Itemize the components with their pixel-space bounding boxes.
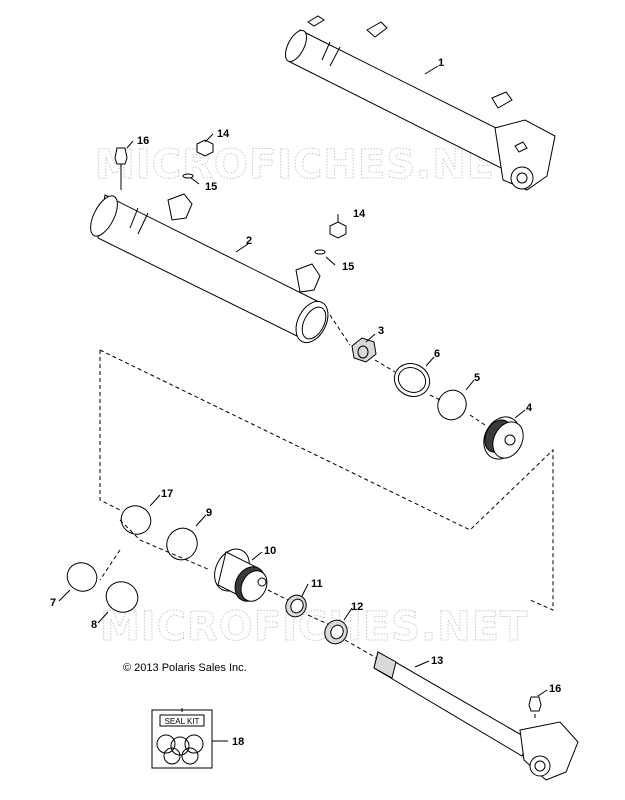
part-10-gland[interactable]: [208, 543, 272, 606]
callout-5: 5: [474, 372, 480, 384]
part-15-oring-mid[interactable]: [314, 249, 326, 255]
callout-7: 7: [50, 597, 56, 609]
part-16-grease-fitting-top[interactable]: [114, 147, 128, 190]
callout-15-mid: 15: [342, 261, 354, 273]
callout-16-top: 16: [137, 135, 149, 147]
callout-14-mid: 14: [353, 208, 366, 220]
assembly-guide-lines: [99, 314, 554, 720]
callout-13: 13: [431, 655, 443, 667]
callout-16-bottom: 16: [549, 683, 561, 695]
part-1-cylinder-assembly[interactable]: [281, 15, 556, 191]
part-14-plug-top[interactable]: [196, 139, 214, 157]
part-4-piston[interactable]: [477, 411, 529, 466]
callout-2: 2: [246, 235, 252, 247]
callout-18: 18: [232, 736, 244, 748]
seal-kit-label: SEAL KIT: [165, 717, 200, 726]
callout-6: 6: [434, 348, 440, 360]
part-15-oring-top[interactable]: [182, 173, 194, 179]
part-14-plug-mid[interactable]: [329, 221, 347, 239]
part-3-nut[interactable]: [351, 337, 377, 363]
callout-1: 1: [438, 57, 444, 69]
copyright-text: © 2013 Polaris Sales Inc.: [123, 662, 247, 674]
callout-9: 9: [206, 507, 212, 519]
part-9-oring[interactable]: [161, 523, 202, 565]
callout-8: 8: [91, 619, 97, 631]
part-17-wiper-ring[interactable]: [116, 501, 155, 540]
callout-17: 17: [161, 488, 173, 500]
part-16-grease-fitting-bottom[interactable]: [528, 696, 542, 712]
callout-10: 10: [264, 545, 276, 557]
watermark-bottom: MICROFICHES.NET: [100, 604, 528, 650]
callout-4: 4: [526, 402, 533, 414]
part-5-oring[interactable]: [433, 385, 472, 424]
callout-15-top: 15: [205, 181, 217, 193]
callout-14-top: 14: [217, 128, 230, 140]
part-8-backup-ring[interactable]: [101, 576, 143, 617]
part-7-oring[interactable]: [62, 558, 101, 597]
callout-3: 3: [378, 325, 384, 337]
part-6-backup-ring[interactable]: [389, 358, 436, 403]
watermark-top: MICROFICHES.NET: [95, 142, 523, 188]
seal-kit-box[interactable]: SEAL KIT: [151, 708, 213, 769]
callout-12: 12: [351, 601, 363, 613]
callout-11: 11: [311, 578, 323, 590]
callout-leaders: [58, 65, 548, 742]
part-2-barrel[interactable]: [85, 192, 334, 348]
part-13-rod[interactable]: [373, 651, 579, 781]
